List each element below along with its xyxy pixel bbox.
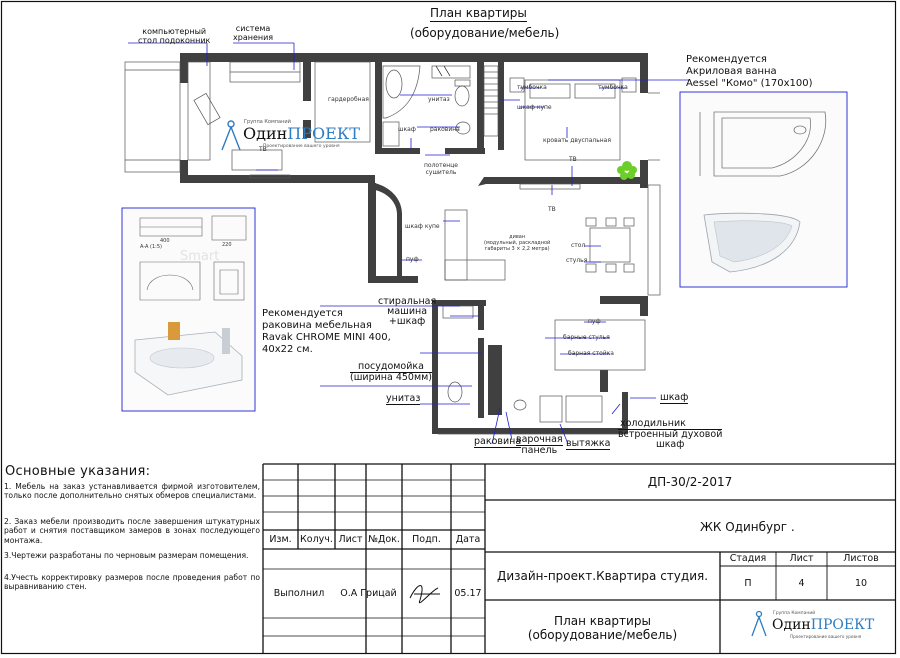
walls (180, 53, 648, 434)
sink-dim-depth: 220 (222, 242, 232, 248)
leader-lines (128, 42, 690, 445)
stamp-sheets: 10 (854, 578, 868, 589)
stamp-logo-subtagline: Проектирование вашего уровня (790, 634, 862, 639)
sink-dim-width: 400 (160, 238, 170, 244)
label-toilet-bottom: унитаз (386, 393, 421, 405)
bath-image-frame (679, 91, 848, 288)
stamp-stage-label: Стадия (729, 553, 767, 564)
note-item: 2. Заказ мебели производить после заверш… (4, 517, 260, 545)
stamp-logo-tagline: Группа Компаний (773, 611, 816, 616)
logo-brand-part1: Один (243, 124, 288, 143)
label-wardrobe: гардеробная (328, 96, 369, 103)
stamp-doc-code: ДП-30/2-2017 (647, 475, 733, 489)
label-double-bed: кровать двуспальная (543, 137, 611, 144)
sink-dim-section: A-A (1:5) (140, 244, 162, 250)
plant-icon (617, 161, 637, 180)
label-closet-right: шкаф (660, 392, 689, 404)
label-oven: встроенный духовой шкаф (618, 429, 723, 450)
label-pouf-hall: пуф (406, 256, 419, 263)
label-sink-bottom: раковина (474, 436, 522, 448)
plan-title: План квартиры (430, 6, 527, 22)
stamp-project: Дизайн-проект.Квартира студия. (496, 569, 709, 583)
note-item: 3.Чертежи разработаны по черновым размер… (4, 551, 249, 560)
label-tv-living: ТВ (259, 146, 267, 153)
stamp-table (262, 463, 895, 653)
plan-subtitle: (оборудование/мебель) (410, 26, 560, 40)
label-cooktop: варочная панель (516, 434, 563, 456)
compass-icon-stamp (751, 610, 767, 637)
bath-recommendation: Рекомендуется Акриловая ванна Aessel "Ко… (686, 54, 813, 89)
note-item: 4.Учесть корректировку размеров после пр… (4, 573, 260, 592)
label-closet-top: шкаф (398, 126, 416, 133)
label-nightstand-right: тумбочка (598, 84, 628, 91)
sink-3d-image (134, 322, 243, 396)
compass-icon (221, 120, 241, 151)
label-sink-top: раковина (430, 126, 460, 133)
label-hood: вытяжка (566, 438, 611, 450)
bath-top-drawing (699, 111, 827, 177)
label-storage: система хранения (233, 24, 274, 42)
label-bar-counter: барная стойка (568, 350, 614, 357)
label-wardrobe-coupe-top: шкаф купе (517, 104, 552, 111)
sink-watermark: Smart (180, 249, 220, 264)
notes-title: Основные указания: (5, 464, 151, 479)
stamp-sheets-label: Листов (843, 553, 879, 564)
note-item: 1. Мебель на заказ устанавливается фирмо… (4, 482, 260, 501)
label-bar-chairs: барные стулья (563, 334, 610, 341)
label-dishwasher: посудомойка (ширина 450мм) (350, 361, 433, 383)
label-wardrobe-coupe-hall: шкаф купе (405, 223, 440, 230)
bath-3d-image (703, 212, 801, 273)
logo-brand-part2: ПРОЕКТ (287, 124, 360, 143)
stamp-sheet: 4 (798, 578, 805, 589)
label-towel-dryer: полотенце сушитель (424, 162, 458, 176)
stamp-sheet-title: План квартиры (оборудование/мебель) (527, 614, 678, 642)
label-table: стол (571, 242, 586, 249)
stamp-object: ЖК Одинбург . (700, 520, 795, 534)
stamp-performer: О.А Грицай (340, 588, 397, 599)
stamp-header-count: Колуч. (300, 534, 333, 545)
stamp-header-date: Дата (455, 534, 481, 545)
stamp-header-docnum: №Док. (368, 534, 400, 545)
stamp-performed-label: Выполнил (273, 588, 325, 599)
signature-mark (409, 585, 440, 604)
hatch-block (435, 65, 451, 77)
stamp-logo-brand-part1: Один (772, 617, 811, 633)
label-sofa: диван (модульный, раскладной габариты 3 … (484, 234, 551, 252)
label-toilet-top: унитаз (428, 96, 450, 103)
label-washer: стиральная машина +шкаф (378, 296, 437, 327)
sink-recommendation: Рекомендуется раковина мебельная Ravak C… (262, 308, 391, 355)
stamp-stage: П (744, 578, 752, 589)
sink-technical-drawing (139, 215, 247, 301)
logo-subtagline: Проектирование вашего уровня (263, 144, 340, 149)
label-nightstand-left: тумбочка (517, 84, 547, 91)
stamp-logo-brand-part2: ПРОЕКТ (810, 617, 875, 633)
stamp-sheet-label: Лист (789, 553, 814, 564)
label-tv-bedroom: ТВ (569, 156, 577, 163)
label-computer-desk: компьютерный стол подоконник (138, 27, 211, 45)
label-tv-kitchen: ТВ (548, 206, 556, 213)
logo-tagline: Группа Компаний (244, 119, 291, 125)
stamp-header-sheet: Лист (338, 534, 363, 545)
logo-brand: ОдинПРОЕКТ (243, 125, 360, 143)
label-pouf-kitchen: пуф (588, 318, 601, 325)
stamp-date: 05.17 (454, 588, 482, 599)
furniture-outlines (124, 61, 661, 435)
stamp-header-change: Изм. (269, 534, 292, 545)
stamp-header-signature: Подп. (412, 534, 441, 545)
label-chairs: стулья (566, 257, 588, 264)
stamp-logo-brand: ОдинПРОЕКТ (772, 617, 874, 633)
